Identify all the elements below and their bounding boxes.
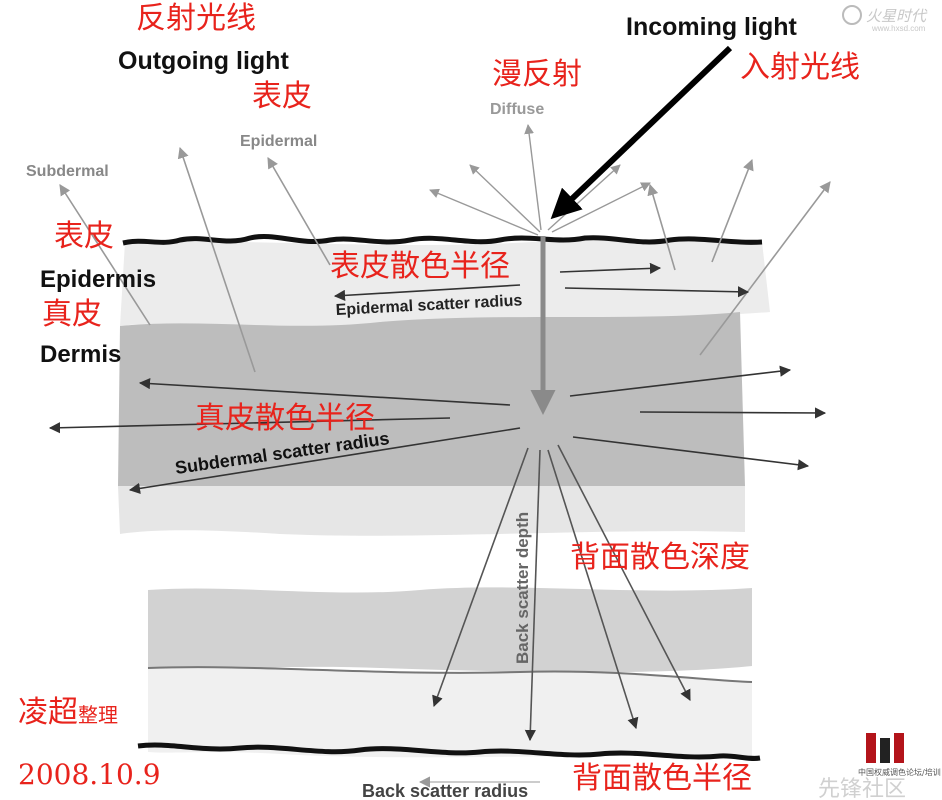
arrow-diffuse-5 <box>551 182 651 233</box>
arrow-epidermal-right-2 <box>564 286 750 298</box>
label-back-scatter-radius-cn: 背面散色半径 <box>572 761 752 796</box>
label-epidermis: Epidermis <box>40 266 156 293</box>
label-dermis-cn: 真皮 <box>42 297 102 332</box>
label-dermis: Dermis <box>40 341 121 368</box>
label-date: 2008.10.9 <box>18 758 161 791</box>
label-incoming-light: Incoming light <box>626 13 797 41</box>
label-epidermis-left-cn: 表皮 <box>54 219 114 254</box>
arrow-dermal-4 <box>569 365 792 397</box>
label-back-scatter-radius: Back scatter radius <box>362 781 528 800</box>
epidermis-layer <box>120 238 770 328</box>
label-reflected-light-cn: 反射光线 <box>136 1 256 36</box>
arrow-outgoing-4 <box>647 183 676 271</box>
lower-thin-line <box>147 666 753 683</box>
subcutaneous-layer <box>118 486 745 536</box>
arrow-diffuse-1 <box>429 188 539 236</box>
watermark-top-url: www.hxsd.com <box>871 24 926 33</box>
arrow-back-3 <box>547 449 639 730</box>
arrow-outgoing-5 <box>711 158 754 263</box>
arrow-diffuse-4 <box>547 164 621 231</box>
watermark-logo-red-icon <box>866 733 876 763</box>
arrow-back-1 <box>432 447 529 708</box>
label-author: 凌超整理 <box>18 695 118 730</box>
label-incident-light-cn: 入射光线 <box>740 50 860 85</box>
watermark-logo-icon <box>842 5 862 25</box>
arrow-back-4 <box>557 444 691 701</box>
arrow-outgoing-2 <box>177 146 256 373</box>
watermark-bottom-tagline: 中国权威调色论坛/培训 <box>858 767 941 777</box>
watermark-logo-red2-icon <box>894 733 904 763</box>
arrow-diffuse-3 <box>524 124 542 231</box>
label-back-scatter-depth: Back scatter depth <box>513 512 532 664</box>
label-diffuse-cn: 漫反射 <box>492 57 582 92</box>
label-back-scatter-depth-cn: 背面散色深度 <box>570 540 750 575</box>
label-diffuse-en: Diffuse <box>490 101 544 118</box>
watermark-top-title: 火星时代 <box>866 7 928 25</box>
arrow-incoming-light <box>550 45 733 220</box>
arrow-epidermal-left <box>333 284 521 301</box>
arrow-dermal-1 <box>138 378 511 406</box>
watermark-bottom-title: 先锋社区 <box>818 777 906 800</box>
back-layer <box>148 667 752 758</box>
label-dermal-scatter-cn: 真皮散色半径 <box>195 401 375 436</box>
label-outgoing-light: Outgoing light <box>118 47 289 75</box>
lower-tissue-layer <box>148 587 752 673</box>
arrow-diffuse-2 <box>469 164 541 233</box>
arrow-dermal-5 <box>639 407 827 419</box>
arrow-epidermal-right-1 <box>559 262 662 274</box>
arrow-outgoing-1 <box>59 184 151 326</box>
arrow-dermal-2 <box>48 417 451 434</box>
arrow-dermal-6 <box>572 436 810 471</box>
back-surface-line <box>137 742 761 761</box>
label-epidermis-top-cn: 表皮 <box>252 79 312 114</box>
skin-surface-line <box>122 233 763 246</box>
label-epidermal-en: Epidermal <box>240 133 317 150</box>
arrow-back-2 <box>524 449 541 742</box>
label-subdermal-en: Subdermal <box>26 163 109 180</box>
watermark-top-right: 火星时代 www.hxsd.com <box>842 5 928 33</box>
watermark-bottom-right: 中国权威调色论坛/培训 先锋社区 <box>818 733 941 800</box>
arrow-outgoing-6 <box>699 181 831 356</box>
arrow-dermal-3 <box>128 427 521 494</box>
arrow-outgoing-3 <box>267 157 331 266</box>
label-epidermal-scatter-cn: 表皮散色半径 <box>330 249 510 284</box>
dermis-layer <box>118 312 745 486</box>
watermark-logo-dark-icon <box>880 738 890 763</box>
